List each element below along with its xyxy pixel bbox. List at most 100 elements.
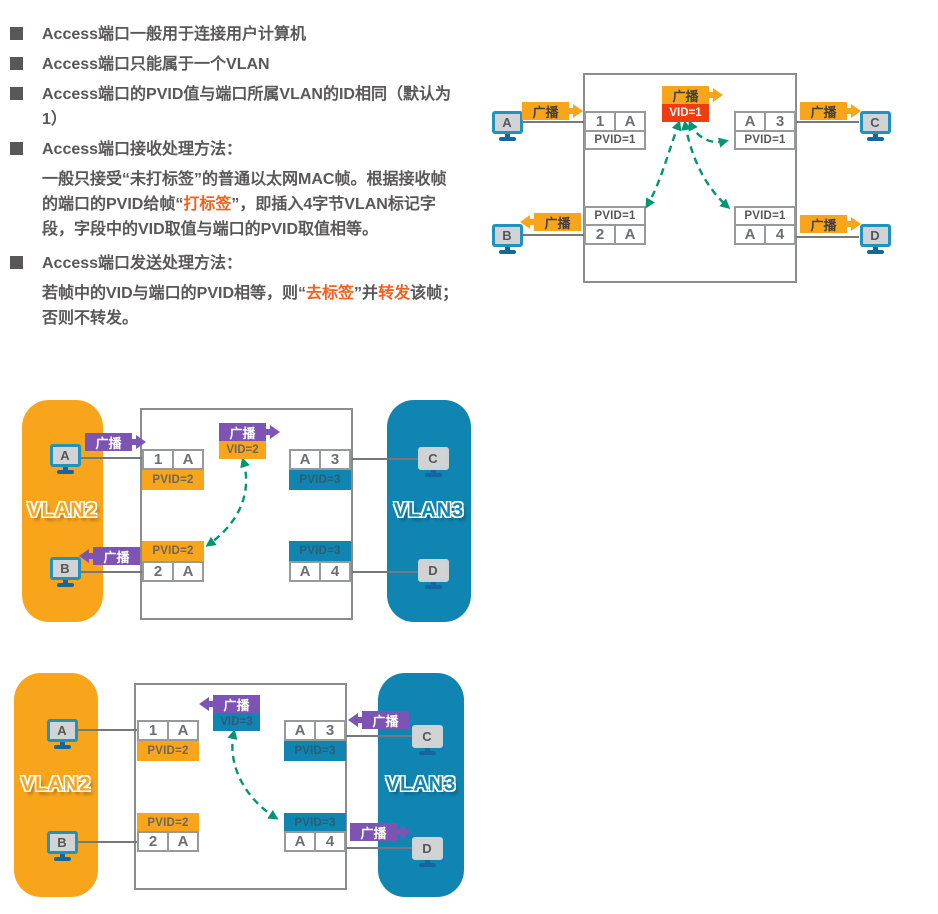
broadcast-text: 广播 <box>93 547 140 565</box>
host-letter: A <box>57 723 67 738</box>
monitor-stand <box>504 134 510 137</box>
port-1-cells: 1 A <box>142 449 204 470</box>
host-c: C <box>859 111 891 141</box>
vlan3-label: VLAN3 <box>393 499 465 522</box>
port-4-cells: A 4 <box>734 224 796 245</box>
computer-icon: D <box>859 224 891 247</box>
port-number-cell: 4 <box>314 831 346 852</box>
vlan2-zone: VLAN2 <box>14 673 98 897</box>
port-3-pvid: PVID=3 <box>289 470 351 490</box>
arrow-left-icon <box>348 713 362 727</box>
host-letter: B <box>60 561 70 576</box>
host-letter: A <box>60 448 70 463</box>
monitor-base <box>418 863 436 867</box>
computer-icon: A <box>491 111 523 134</box>
port-3-pvid: PVID=3 <box>284 741 346 761</box>
monitor-base <box>418 751 436 755</box>
connection-line <box>352 458 419 460</box>
port-4-cells: A 4 <box>289 561 351 582</box>
paragraph-text: 一般只接受“未打标签”的普通以太网MAC帧。根据接收帧的端口的PVID给帧“ <box>42 171 447 213</box>
port-3-cells: A 3 <box>284 720 346 741</box>
diagram-vlan2-broadcast: VLAN2 VLAN3 1 A PVID=2 A 3 PVID=3 PVID=2… <box>15 395 480 630</box>
port-mode-cell: A <box>172 561 204 582</box>
computer-icon: B <box>49 557 81 580</box>
port-number-cell: 1 <box>142 449 174 470</box>
computer-icon: A <box>46 719 78 742</box>
monitor-base <box>498 250 516 254</box>
monitor-base <box>56 583 74 587</box>
bullet-text: Access端口接收处理方法： <box>42 141 243 158</box>
port-mode-cell: A <box>284 831 316 852</box>
bullet-text: Access端口只能属于一个VLAN <box>42 56 270 73</box>
host-d: D <box>859 224 891 254</box>
computer-icon: B <box>46 831 78 854</box>
bullet-item: Access端口的PVID值与端口所属VLAN的ID相同（默认为1） <box>10 82 462 132</box>
vlan2-label: VLAN2 <box>27 499 98 522</box>
port-number-cell: 2 <box>584 224 616 245</box>
computer-icon: D <box>417 559 449 582</box>
broadcast-text: 广播 <box>350 823 397 841</box>
broadcast-label-c: 广播 <box>800 102 861 120</box>
bullet-square-icon <box>10 256 23 269</box>
host-a: A <box>46 719 78 749</box>
host-letter: C <box>870 115 880 130</box>
port-4-pvid: PVID=3 <box>289 541 351 561</box>
port-mode-cell: A <box>614 224 646 245</box>
highlight-text: 去标签 <box>306 285 355 302</box>
arrow-left-icon <box>199 697 213 711</box>
broadcast-label-a: 广播 <box>85 433 146 451</box>
port-number-cell: 4 <box>319 561 351 582</box>
host-c: C <box>411 725 443 755</box>
arrow-left-icon <box>520 215 534 229</box>
arrow-right-icon <box>266 425 280 439</box>
vid-tag: VID=2 <box>219 441 266 459</box>
connection-line <box>76 729 137 731</box>
port-1-pvid: PVID=2 <box>137 741 199 761</box>
monitor-stand <box>430 582 436 585</box>
broadcast-tag: 广播 <box>213 695 260 713</box>
connection-line <box>521 121 585 123</box>
bullet-text: Access端口发送处理方法： <box>42 255 243 272</box>
port-3-cells: A 3 <box>734 111 796 132</box>
port-2-cells: 2 A <box>137 831 199 852</box>
port-3-pvid: PVID=1 <box>734 130 796 150</box>
port-mode-cell: A <box>167 720 199 741</box>
host-d: D <box>411 837 443 867</box>
port-number-cell: 4 <box>764 224 796 245</box>
monitor-stand <box>62 467 68 470</box>
connection-line <box>521 234 585 236</box>
bullet-square-icon <box>10 57 23 70</box>
diagram-vlan3-broadcast: VLAN2 VLAN3 1 A PVID=2 A 3 PVID=3 PVID=2… <box>10 665 470 910</box>
broadcast-tag: 广播 <box>662 86 709 104</box>
bullet-item: Access端口接收处理方法： <box>10 137 462 162</box>
port-1-cells: 1 A <box>584 111 646 132</box>
connection-line <box>79 457 142 459</box>
paragraph-text: 若帧中的VID与端口的PVID相等，则“ <box>42 285 307 302</box>
computer-icon: B <box>491 224 523 247</box>
connection-line <box>79 571 142 573</box>
monitor-base <box>53 745 71 749</box>
monitor-base <box>53 857 71 861</box>
broadcast-label-d: 广播 <box>350 823 411 841</box>
port-number-cell: 2 <box>137 831 169 852</box>
broadcast-label-c: 广播 <box>348 711 409 729</box>
host-b: B <box>49 557 81 587</box>
connection-line <box>346 735 414 737</box>
notes-panel: Access端口一般用于连接用户计算机 Access端口只能属于一个VLAN A… <box>10 22 462 340</box>
host-letter: C <box>422 729 432 744</box>
broadcast-text: 广播 <box>85 433 132 451</box>
port-mode-cell: A <box>172 449 204 470</box>
host-a: A <box>491 111 523 141</box>
port-2-pvid: PVID=1 <box>584 206 646 226</box>
monitor-stand <box>59 854 65 857</box>
monitor-base <box>424 473 442 477</box>
vid-tag: VID=3 <box>213 713 260 731</box>
host-a: A <box>49 444 81 474</box>
host-letter: B <box>57 835 67 850</box>
bullet-square-icon <box>10 87 23 100</box>
paragraph-text: ”，即插入4字节VLAN标记字段，字段中的VID取值与端口的PVID取值相等。 <box>42 196 436 238</box>
monitor-base <box>866 137 884 141</box>
port-mode-cell: A <box>614 111 646 132</box>
vlan3-label: VLAN3 <box>385 773 457 796</box>
connection-line <box>76 841 137 843</box>
